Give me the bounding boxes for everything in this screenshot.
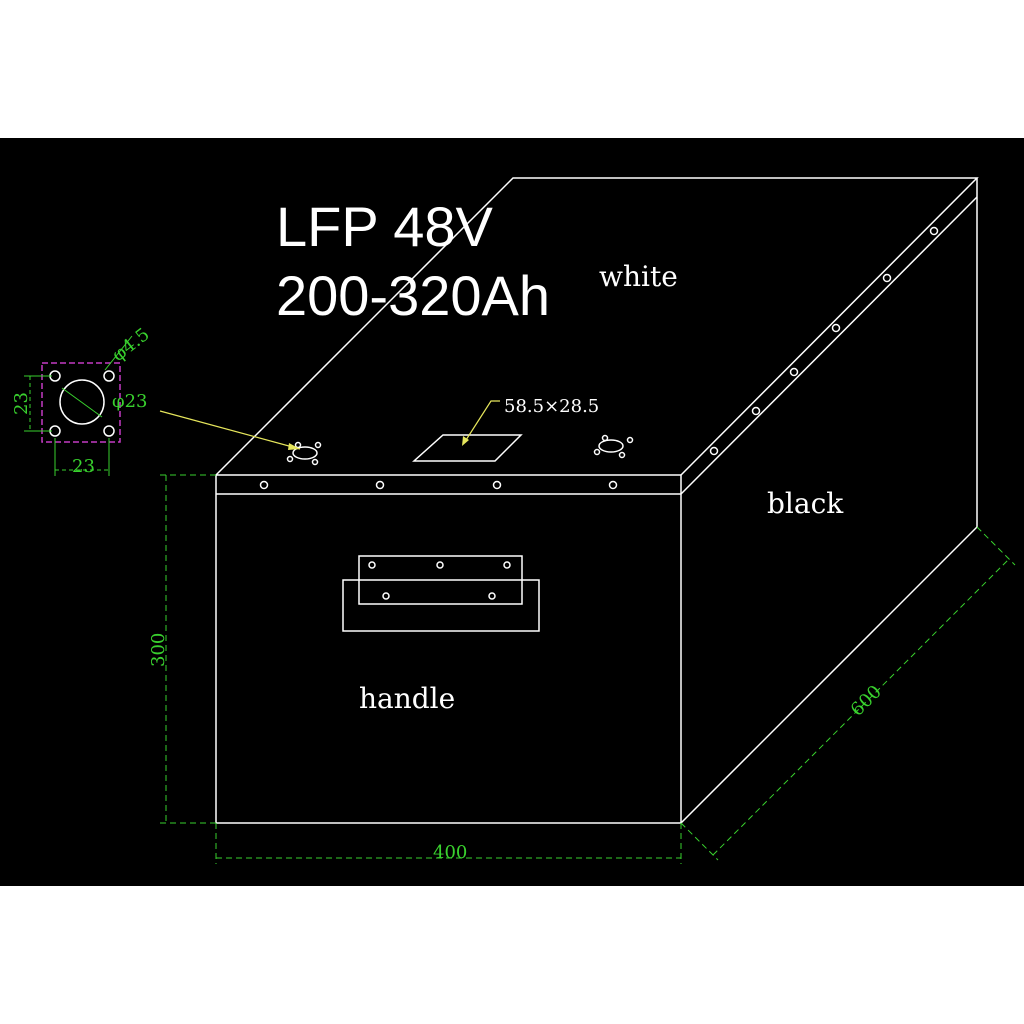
top-face xyxy=(215,177,979,476)
window-leader-line xyxy=(465,400,500,441)
side-band-line xyxy=(680,196,978,495)
terminal-left xyxy=(286,441,322,466)
terminal-right xyxy=(593,434,634,459)
flange-width-dimension: 23 xyxy=(72,456,95,477)
window-size-label: 58.5×28.5 xyxy=(504,396,599,417)
dimension-lines xyxy=(160,474,1016,864)
terminal-diameter-dimension: φ23 xyxy=(112,391,148,412)
leader-arrow xyxy=(288,443,300,450)
top-color-label: white xyxy=(599,260,678,293)
window-leader-arrow xyxy=(462,436,469,446)
flange-height-dimension: 23 xyxy=(11,392,32,415)
drawing-canvas xyxy=(0,138,1024,886)
depth-dimension: 600 xyxy=(847,681,886,720)
handle-grip xyxy=(342,579,540,632)
height-dimension: 300 xyxy=(148,633,169,667)
title-line-2: 200-320Ah xyxy=(276,264,550,327)
handle-label: handle xyxy=(359,682,455,715)
front-face xyxy=(215,474,682,824)
width-dimension: 400 xyxy=(433,842,467,863)
title-line-1: LFP 48V xyxy=(276,195,494,258)
terminal-leader-line xyxy=(159,410,301,450)
lid-screw-holes xyxy=(259,226,939,600)
side-color-label: black xyxy=(767,487,844,520)
display-window xyxy=(412,434,523,462)
hole-diameter-dimension: φ4.5 xyxy=(108,324,153,366)
terminal-flange-detail xyxy=(24,335,133,476)
